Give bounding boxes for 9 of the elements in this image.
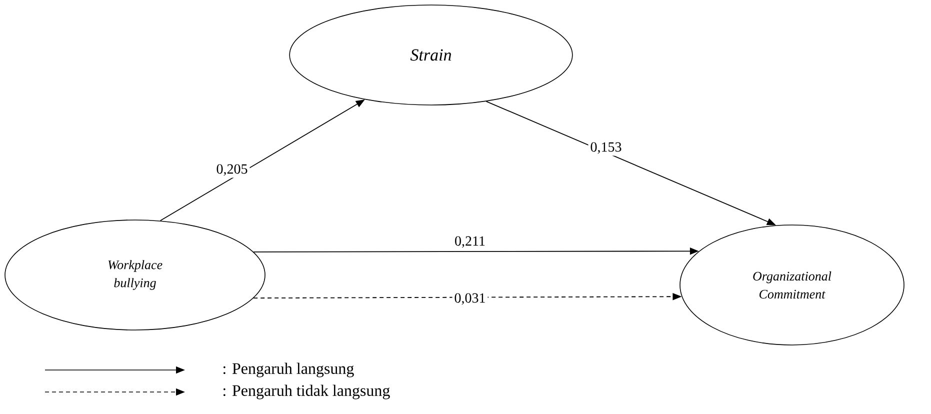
ellipse-node: Organizational Commitment	[680, 224, 904, 346]
edge-label: 0,031	[452, 291, 488, 307]
legend-text: : Pengaruh langsung	[223, 362, 354, 378]
edge-label: 0,211	[452, 234, 488, 250]
ellipse-node: Workplace bullying	[4, 220, 266, 330]
edge-label: 0,153	[588, 140, 624, 156]
edge-label: 0,205	[214, 162, 250, 178]
ellipse-node: Strain	[289, 4, 573, 106]
legend-text: : Pengaruh tidak langsung	[223, 384, 390, 400]
